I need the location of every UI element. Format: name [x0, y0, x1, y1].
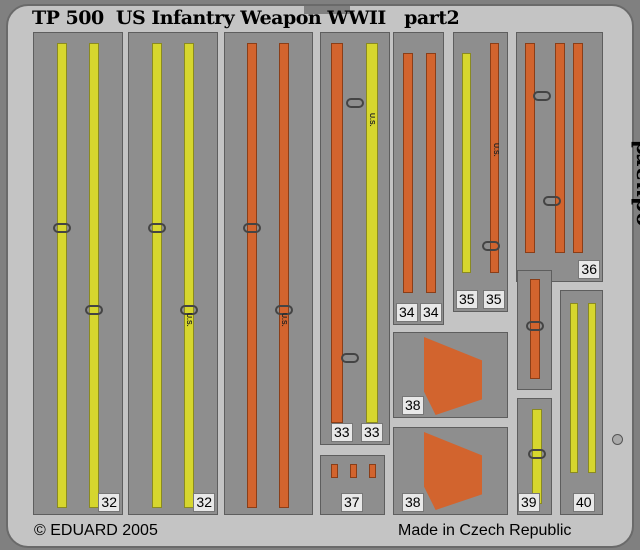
mounting-hole [612, 434, 623, 445]
us-stamp: U.S. [492, 143, 499, 157]
orange-strap [525, 43, 535, 253]
yellow-strap [588, 303, 596, 473]
buckle-icon [180, 305, 198, 315]
part-number: 39 [518, 493, 540, 512]
us-stamp: U.S. [280, 313, 287, 327]
part-number: 33 [331, 423, 353, 442]
fret-title: TP 500 US Infantry Weapon WWII part2 [32, 7, 460, 29]
orange-tab [331, 464, 338, 478]
part-number: 33 [361, 423, 383, 442]
buckle-icon [528, 449, 546, 459]
buckle-icon [526, 321, 544, 331]
orange-tab [369, 464, 376, 478]
buckle-icon [341, 353, 359, 363]
orange-strap [247, 43, 257, 508]
fret-notch [304, 6, 350, 14]
part-number: 34 [396, 303, 418, 322]
yellow-strap [89, 43, 99, 508]
panel-part-orange-short [517, 270, 552, 390]
orange-strap [403, 53, 413, 293]
panel-part-32a: 32 [33, 32, 123, 515]
part-number: 38 [402, 396, 424, 415]
buckle-icon [53, 223, 71, 233]
part-number: 36 [578, 260, 600, 279]
brand-logo: eduard [628, 139, 640, 227]
orange-strap [279, 43, 289, 508]
yellow-strap [570, 303, 578, 473]
orange-strap [555, 43, 565, 253]
yellow-strap [152, 43, 162, 508]
yellow-strap [366, 43, 378, 423]
part-number: 37 [341, 493, 363, 512]
panel-part-39: 39 [517, 398, 552, 515]
orange-tab [350, 464, 357, 478]
buckle-icon [148, 223, 166, 233]
buckle-icon [533, 91, 551, 101]
orange-holster-flap [424, 432, 482, 510]
part-number: 35 [456, 290, 478, 309]
buckle-icon [482, 241, 500, 251]
yellow-strap [462, 53, 471, 273]
buckle-icon [275, 305, 293, 315]
part-number: 40 [573, 493, 595, 512]
us-stamp: U.S. [185, 313, 192, 327]
part-number: 32 [98, 493, 120, 512]
panel-part-38a: 38 [393, 332, 508, 418]
origin-text: Made in Czech Republic [398, 522, 572, 539]
panel-part-40: 40 [560, 290, 603, 515]
panel-part-36: 36 [516, 32, 603, 282]
part-number: 38 [402, 493, 424, 512]
panel-part-38b: 38 [393, 427, 508, 515]
part-number: 34 [420, 303, 442, 322]
orange-strap [331, 43, 343, 423]
orange-strap [573, 43, 583, 253]
part-number: 32 [193, 493, 215, 512]
yellow-strap [57, 43, 67, 508]
buckle-icon [243, 223, 261, 233]
orange-strap [426, 53, 436, 293]
buckle-icon [543, 196, 561, 206]
orange-strap [490, 43, 499, 273]
panel-part-34: 34 34 [393, 32, 444, 325]
buckle-icon [346, 98, 364, 108]
part-number: 35 [483, 290, 505, 309]
panel-part-orange-straps: U.S. [224, 32, 313, 515]
buckle-icon [85, 305, 103, 315]
panel-part-35: U.S. 35 35 [453, 32, 508, 312]
panel-part-32b: U.S. 32 [128, 32, 218, 515]
us-stamp: U.S. [368, 113, 375, 127]
panel-part-33: U.S. 33 33 [320, 32, 390, 445]
yellow-strap [184, 43, 194, 508]
orange-holster-flap [424, 337, 482, 415]
copyright-text: © EDUARD 2005 [34, 522, 158, 539]
panel-part-37: 37 [320, 455, 385, 515]
